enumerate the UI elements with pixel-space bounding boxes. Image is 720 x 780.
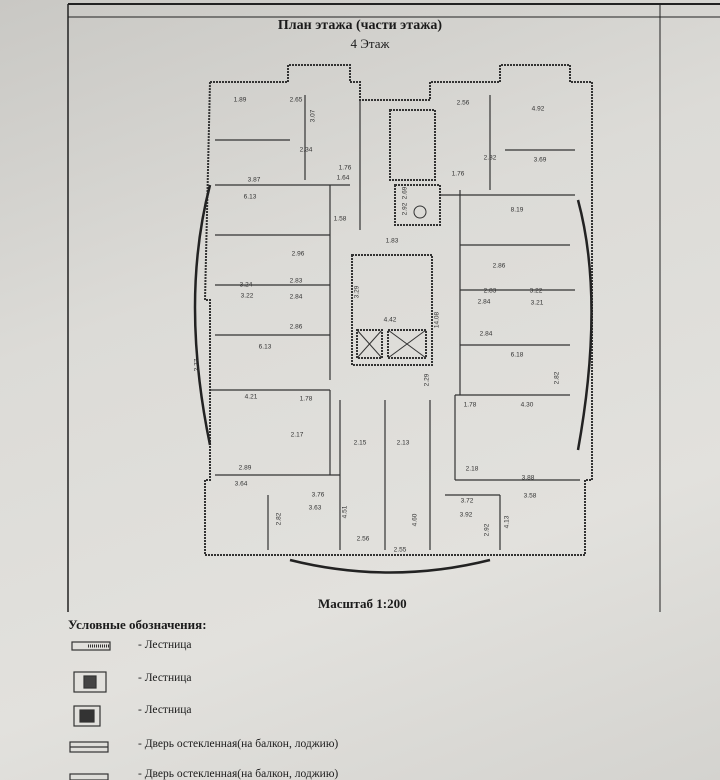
room-dimension-label: 3.87	[247, 176, 261, 184]
room-dimension-label: 3.29	[353, 285, 361, 299]
room-dimension-label: 3.64	[234, 480, 248, 488]
room-dimension-label: 4.60	[411, 513, 419, 527]
floor-label: 4 Этаж	[350, 36, 390, 51]
room-dimension-label: 2.13	[396, 439, 410, 447]
room-dimension-label: 1.58	[333, 215, 347, 223]
room-dimension-label: 3.24	[239, 281, 253, 289]
room-dimension-label: 8.19	[510, 206, 524, 214]
balconies	[193, 184, 593, 574]
room-dimension-label: 3.07	[309, 109, 317, 123]
room-dimension-label: 6.13	[243, 193, 257, 201]
room-dimension-label: 4.42	[383, 316, 397, 324]
room-dimension-label: 2.56	[356, 535, 370, 543]
room-dimension-label: 6.13	[258, 343, 272, 351]
document-title: План этажа (части этажа)	[277, 18, 443, 33]
room-dimension-label: 2.17	[290, 431, 304, 439]
room-dimension-label: 3.69	[533, 156, 547, 164]
room-dimension-label: 2.84	[477, 298, 491, 306]
room-dimension-label: 2.92	[401, 202, 409, 216]
legend-item-stair: - Лестница	[138, 639, 192, 651]
elevator-icons	[356, 205, 427, 359]
room-dimension-label: 2.34	[299, 146, 313, 154]
room-dimension-label: 2.56	[456, 99, 470, 107]
room-dimension-label: 3.88	[521, 474, 535, 482]
legend-item-glazed-door: - Дверь остекленная(на балкон, лоджию)	[138, 768, 339, 780]
room-dimension-label: 2.18	[465, 465, 479, 473]
room-dimension-label: 3.22	[240, 292, 254, 300]
room-dimension-label: 2.65	[289, 96, 303, 104]
room-dimension-label: 3.76	[311, 491, 325, 499]
room-dimension-label: 2.92	[483, 523, 491, 537]
room-dimension-label: 1.89	[233, 96, 247, 104]
room-dimension-label: 4.51	[341, 505, 349, 519]
room-dimension-label: 1.78	[463, 401, 477, 409]
room-dimension-label: 2.82	[553, 371, 561, 385]
legend-heading: Условные обозначения:	[68, 617, 207, 632]
room-dimension-label: 4.30	[520, 401, 534, 409]
room-dimension-label: 1.64	[336, 174, 350, 182]
floor-plan	[203, 64, 593, 556]
room-dimension-label: 2.86	[289, 323, 303, 331]
room-dimension-label: 2.77	[193, 358, 201, 372]
room-dimension-label: 1.76	[338, 164, 352, 172]
interior-walls	[210, 95, 580, 550]
room-dimension-label: 3.63	[308, 504, 322, 512]
room-dimension-label: 2.84	[479, 330, 493, 338]
room-dimension-label: 3.22	[529, 287, 543, 295]
room-dimension-label: 2.83	[483, 287, 497, 295]
room-dimension-label: 3.72	[460, 497, 474, 505]
room-dimension-label: 2.83	[289, 277, 303, 285]
room-dimension-label: 1.78	[299, 395, 313, 403]
room-dimension-label: 3.92	[459, 511, 473, 519]
room-dimension-label: 2.69	[401, 186, 409, 200]
room-dimension-label: 4.21	[244, 393, 258, 401]
room-dimension-label: 2.89	[238, 464, 252, 472]
room-dimension-label: 1.76	[451, 170, 465, 178]
legend-item-stair: - Лестница	[138, 704, 192, 716]
room-dimension-label: 2.15	[353, 439, 367, 447]
room-dimension-label: 1.83	[385, 237, 399, 245]
room-dimension-label: 2.86	[492, 262, 506, 270]
room-dimension-label: 2.84	[289, 293, 303, 301]
room-dimension-label: 2.55	[393, 546, 407, 554]
room-dimension-label: 2.96	[291, 250, 305, 258]
legend-icons	[69, 641, 111, 780]
room-dimension-label: 3.21	[530, 299, 544, 307]
room-dimension-label: 4.92	[531, 105, 545, 113]
room-dimension-label: 2.82	[275, 512, 283, 526]
room-dimension-label: 14.08	[433, 311, 441, 329]
legend-item-glazed-door: - Дверь остекленная(на балкон, лоджию)	[138, 738, 339, 750]
scale-label: Масштаб 1:200	[318, 596, 407, 611]
room-dimension-label: 2.32	[483, 154, 497, 162]
room-dimension-label: 2.29	[423, 373, 431, 387]
legend-item-stair: - Лестница	[138, 672, 192, 684]
room-dimension-label: 6.18	[510, 351, 524, 359]
room-dimension-label: 4.13	[503, 515, 511, 529]
room-dimension-label: 3.58	[523, 492, 537, 500]
